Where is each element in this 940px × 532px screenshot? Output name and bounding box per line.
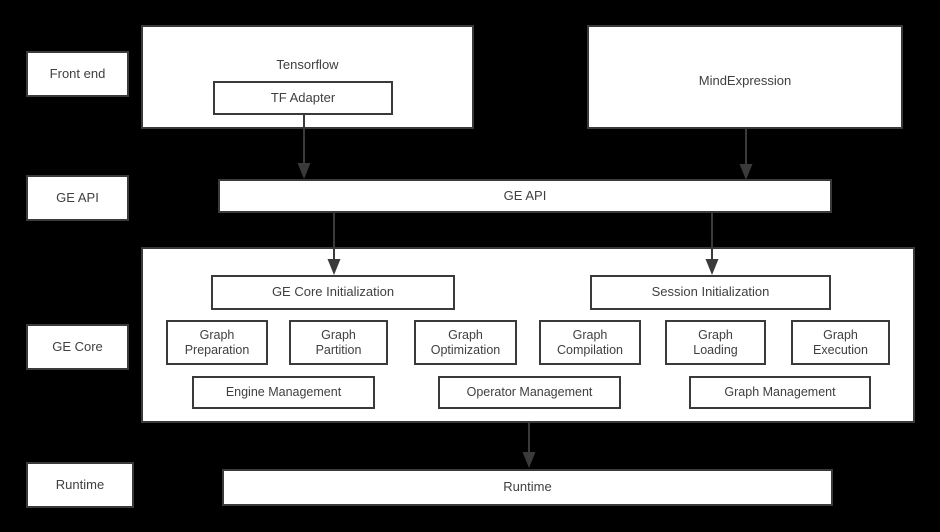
tf-adapter-label: TF Adapter [270,89,336,105]
graph-execution-label-line1: Graph [823,328,858,343]
arrow-ge-core-to-runtime [518,422,540,470]
runtime-bar[interactable]: Runtime [222,469,833,506]
layer-label-ge-api-text: GE API [56,189,99,205]
engine-management-box[interactable]: Engine Management [192,376,375,409]
mindexpression-container: MindExpression [587,25,903,129]
graph-preparation-box[interactable]: Graph Preparation [166,320,268,365]
session-initialization-label: Session Initialization [651,284,770,300]
layer-label-runtime: Runtime [26,462,134,508]
graph-compilation-label-line1: Graph [572,328,608,343]
arrow-ge-api-to-ge-core-initialization [323,212,345,277]
arrow-tf-adapter-to-ge-api [293,113,315,181]
layer-label-front-end-text: Front end [49,65,106,81]
ge-core-initialization-label: GE Core Initialization [271,284,395,300]
graph-execution-box[interactable]: Graph Execution [791,320,890,365]
tensorflow-label: Tensorflow [276,57,339,72]
graph-partition-box[interactable]: Graph Partition [289,320,388,365]
tf-adapter-box[interactable]: TF Adapter [213,81,393,115]
ge-core-initialization-box[interactable]: GE Core Initialization [211,275,455,310]
layer-label-ge-api: GE API [26,175,129,221]
graph-loading-label-line2: Loading [693,342,738,357]
session-initialization-box[interactable]: Session Initialization [590,275,831,310]
layer-label-front-end: Front end [26,51,129,97]
ge-api-bar[interactable]: GE API [218,179,832,213]
runtime-bar-label: Runtime [503,479,552,495]
engine-management-label: Engine Management [225,385,342,400]
graph-loading-label-line1: Graph [698,328,733,343]
graph-loading-box[interactable]: Graph Loading [665,320,766,365]
graph-execution-label-line2: Execution [813,342,868,357]
graph-partition-label-line1: Graph [321,328,356,343]
graph-partition-label-line2: Partition [315,342,362,357]
graph-optimization-box[interactable]: Graph Optimization [414,320,517,365]
graph-compilation-label-line2: Compilation [556,342,623,357]
mindexpression-label: MindExpression [698,73,792,88]
layer-label-runtime-text: Runtime [55,476,105,492]
graph-compilation-box[interactable]: Graph Compilation [539,320,641,365]
graph-preparation-label-line1: Graph [199,328,235,343]
graph-management-label: Graph Management [724,385,836,400]
operator-management-label: Operator Management [466,385,593,400]
graph-management-box[interactable]: Graph Management [689,376,871,409]
ge-api-bar-label: GE API [503,187,547,203]
graph-optimization-label-line2: Optimization [430,342,501,357]
graph-preparation-label-line2: Preparation [184,342,250,357]
operator-management-box[interactable]: Operator Management [438,376,621,409]
arrow-ge-api-to-session-initialization [701,212,723,277]
graph-optimization-label-line1: Graph [448,328,483,343]
layer-label-ge-core-text: GE Core [52,338,103,354]
layer-label-ge-core: GE Core [26,324,129,370]
arrow-mindexpression-to-ge-api [735,128,757,182]
